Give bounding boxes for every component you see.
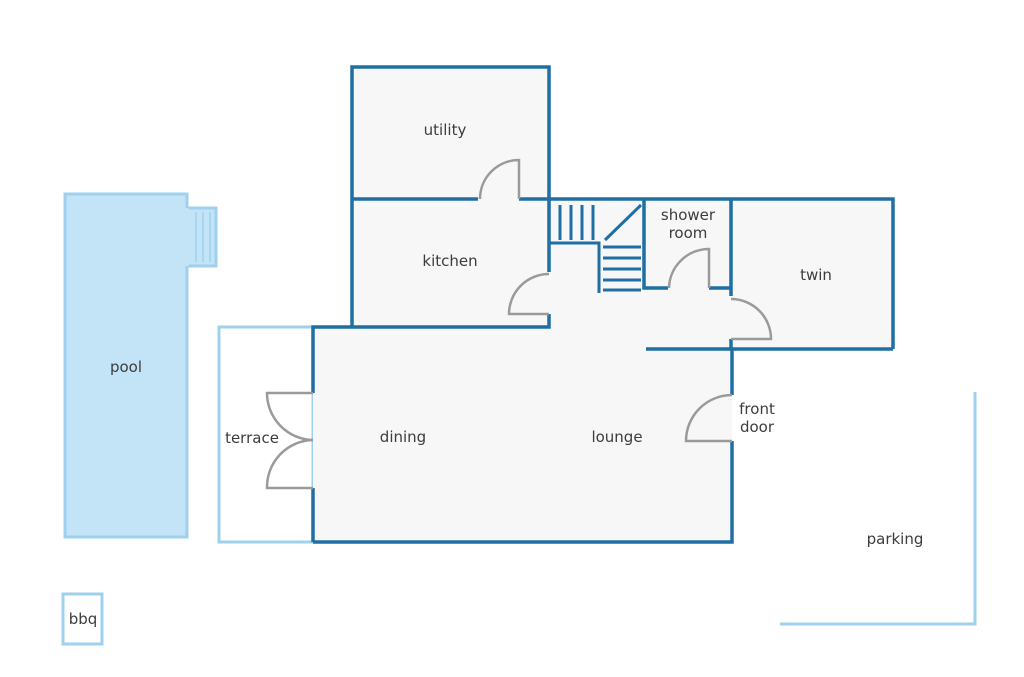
terrace-door-left[interactable] — [265, 391, 314, 442]
label-front-door: front door — [739, 400, 775, 436]
room-label-kitchen: kitchen — [422, 252, 478, 270]
room-label-lounge: lounge — [591, 428, 643, 446]
parking-boundary — [780, 392, 977, 626]
utility-door[interactable] — [478, 158, 521, 200]
kitchen-door[interactable] — [507, 272, 550, 316]
staircase — [549, 203, 643, 293]
room-label-twin: twin — [800, 266, 832, 284]
room-label-utility: utility — [423, 121, 467, 139]
room-label-terrace: terrace — [225, 429, 279, 447]
room-label-dining: dining — [379, 428, 427, 446]
terrace-door-right[interactable] — [265, 438, 314, 490]
twin-door[interactable] — [730, 297, 773, 341]
room-label-shower-room: shower room — [660, 206, 716, 242]
shower-room-door[interactable] — [667, 247, 711, 289]
pool-steps — [185, 206, 218, 268]
walls — [311, 65, 895, 544]
label-parking: parking — [866, 530, 924, 548]
room-fills — [313, 67, 893, 542]
front-door[interactable] — [684, 393, 733, 443]
pool — [63, 192, 218, 539]
bbq-area — [61, 592, 104, 646]
label-bbq: bbq — [68, 610, 98, 628]
label-pool: pool — [109, 358, 143, 376]
